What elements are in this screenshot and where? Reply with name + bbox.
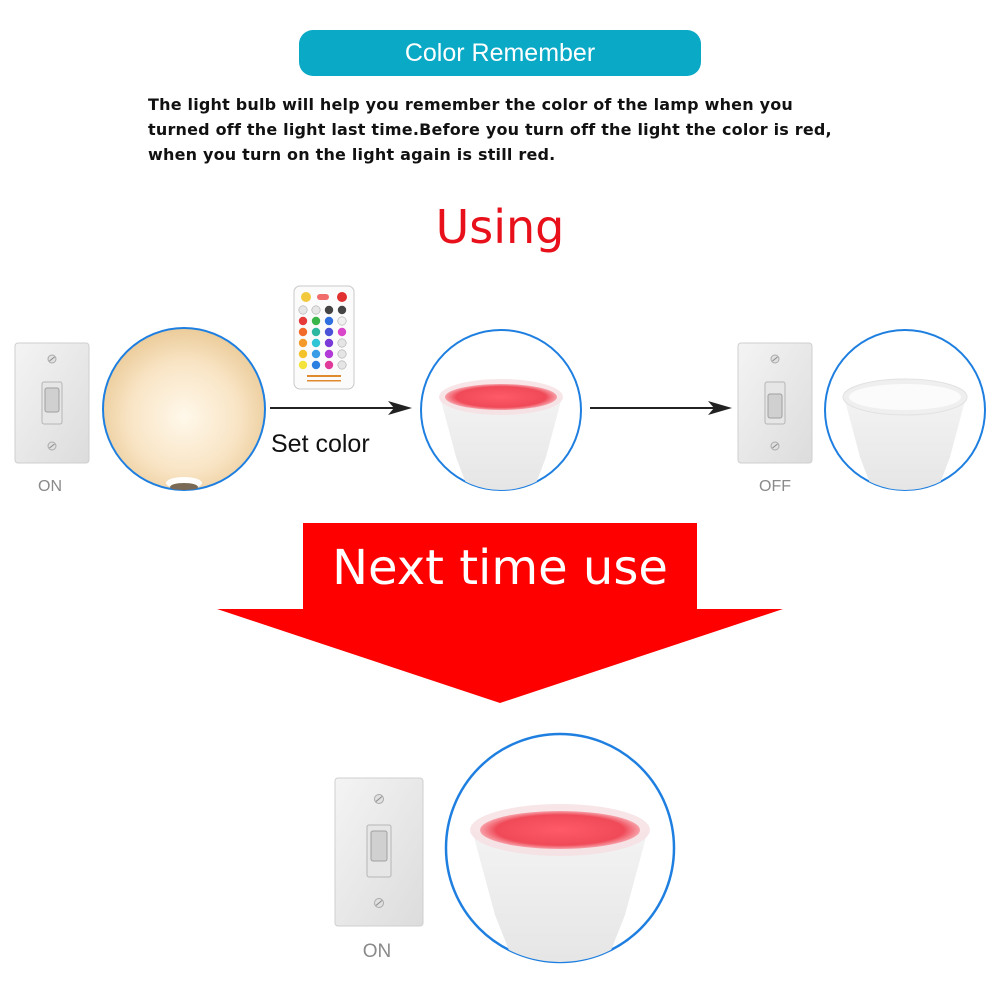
red-bulb-icon-bottom <box>444 732 676 964</box>
warm-light-bulb-icon <box>102 327 266 491</box>
arrow-right-icon <box>590 401 732 415</box>
white-bulb-icon <box>824 329 986 491</box>
using-title: Using <box>435 200 565 254</box>
remote-control-icon <box>293 285 355 390</box>
light-switch-on <box>14 342 90 464</box>
header-title: Color Remember <box>404 38 596 67</box>
switch-on-label: ON <box>38 478 62 495</box>
arrow-right-icon <box>270 401 412 415</box>
set-color-label: Set color <box>271 430 370 458</box>
next-time-title: Next time use <box>332 540 668 596</box>
next-time-arrow-banner <box>217 523 783 703</box>
description-text: The light bulb will help you remember th… <box>148 95 832 164</box>
switch-off-label: OFF <box>759 478 791 495</box>
header-banner: Color Remember <box>299 30 701 76</box>
light-switch-on-bottom <box>334 777 424 927</box>
light-switch-off <box>737 342 813 464</box>
red-bulb-icon <box>420 329 582 491</box>
switch-on-label-bottom: ON <box>362 941 392 962</box>
